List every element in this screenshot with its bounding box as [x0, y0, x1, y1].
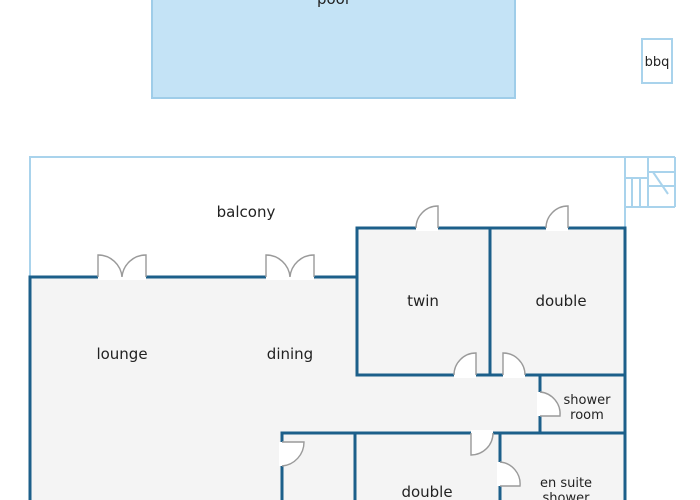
- door-twin-balcony: [415, 205, 439, 231]
- door-en-suite: [497, 461, 521, 487]
- balcony-label: balcony: [217, 203, 276, 221]
- door-shower-room: [537, 391, 561, 417]
- pool-area: pool: [151, 0, 516, 99]
- door-lounge-balcony: [97, 254, 147, 280]
- dining-label: dining: [267, 345, 313, 363]
- double-lower-label: double: [401, 483, 452, 500]
- bbq-label: bbq: [645, 55, 670, 70]
- en-suite-label-1: en suite: [540, 476, 592, 491]
- doors: [97, 205, 569, 487]
- bbq-area: bbq: [641, 38, 673, 84]
- outer-wall-left: [28, 275, 359, 500]
- lounge-label: lounge: [96, 345, 147, 363]
- stairs: [625, 156, 676, 208]
- door-double-hall: [502, 352, 526, 378]
- balcony-outline: [29, 156, 626, 277]
- room-labels: lounge dining twin double shower room do…: [96, 292, 611, 500]
- pool-label: pool: [317, 0, 349, 8]
- shower-room-label-1: shower: [564, 393, 612, 408]
- door-twin-hall: [453, 352, 477, 378]
- door-double-lower: [470, 430, 494, 456]
- door-lower-left: [279, 441, 305, 467]
- balcony-area: balcony: [29, 156, 626, 277]
- pool-shape: [151, 0, 516, 99]
- bbq-box: [641, 38, 673, 84]
- door-dining-balcony: [265, 254, 315, 280]
- double-upper-label: double: [535, 292, 586, 310]
- en-suite-label-2: shower: [543, 491, 591, 500]
- door-double-balcony: [545, 205, 569, 231]
- twin-label: twin: [407, 292, 439, 310]
- shower-room-label-2: room: [570, 408, 604, 423]
